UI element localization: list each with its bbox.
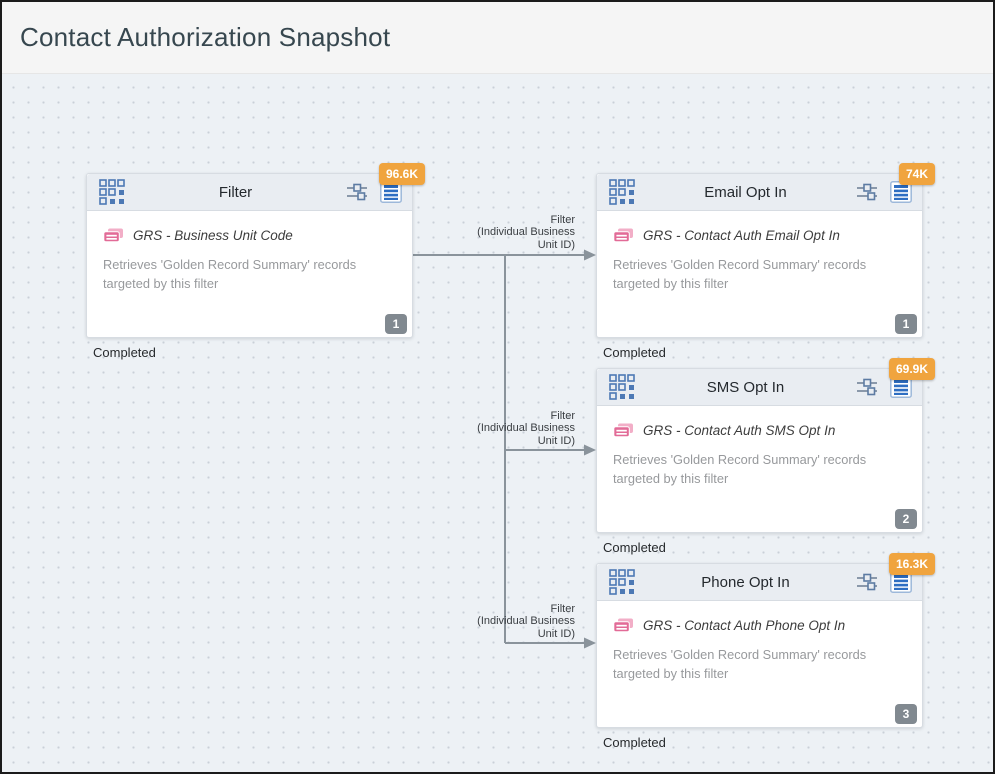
node-description: Retrieves 'Golden Record Summary' record… bbox=[613, 452, 867, 486]
record-count-badge: 69.9K bbox=[888, 358, 935, 380]
arrowhead-phone bbox=[584, 637, 596, 649]
node-sms-opt-in[interactable]: 69.9K SMS Opt In GRS - Contact Auth SMS … bbox=[596, 358, 935, 533]
source-name: GRS - Business Unit Code bbox=[133, 228, 293, 243]
record-count-badge: 96.6K bbox=[378, 163, 425, 185]
page-title: Contact Authorization Snapshot bbox=[20, 22, 391, 52]
data-extension-icon bbox=[613, 228, 634, 243]
connector-label-email: Filter (Individual Business Unit ID) bbox=[477, 214, 575, 251]
grid-handle-icon[interactable] bbox=[609, 569, 635, 595]
filter-settings-icon[interactable] bbox=[856, 182, 878, 202]
data-extension-icon bbox=[613, 423, 634, 438]
step-number-badge: 1 bbox=[895, 314, 917, 334]
node-header: Filter bbox=[87, 174, 412, 211]
source-name: GRS - Contact Auth SMS Opt In bbox=[643, 423, 836, 438]
status-label: Completed bbox=[603, 540, 666, 555]
window-header: Contact Authorization Snapshot bbox=[2, 2, 993, 74]
workflow-canvas[interactable]: Filter (Individual Business Unit ID) Fil… bbox=[2, 74, 993, 772]
node-body: GRS - Contact Auth Phone Opt In Retrieve… bbox=[597, 601, 922, 683]
node-phone-opt-in[interactable]: 16.3K Phone Opt In GRS - Contact Auth Ph… bbox=[596, 553, 935, 728]
status-label: Completed bbox=[93, 345, 156, 360]
grid-handle-icon[interactable] bbox=[609, 374, 635, 400]
node-title: Phone Opt In bbox=[701, 573, 790, 591]
connector-lines bbox=[413, 249, 596, 649]
node-title: SMS Opt In bbox=[706, 378, 785, 396]
status-label: Completed bbox=[603, 735, 666, 750]
arrowhead-email bbox=[584, 249, 596, 261]
node-email-opt-in[interactable]: 74K Email Opt In GRS - Contact Auth Emai… bbox=[596, 163, 935, 338]
node-title: Email Opt In bbox=[704, 183, 787, 201]
arrowhead-sms bbox=[584, 444, 596, 456]
node-description: Retrieves 'Golden Record Summary' record… bbox=[613, 257, 867, 291]
status-label: Completed bbox=[603, 345, 666, 360]
node-header: SMS Opt In bbox=[597, 369, 922, 406]
grid-handle-icon[interactable] bbox=[609, 179, 635, 205]
node-description: Retrieves 'Golden Record Summary' record… bbox=[613, 647, 867, 681]
record-count-badge: 74K bbox=[898, 163, 935, 185]
connector-label-phone: Filter (Individual Business Unit ID) bbox=[477, 603, 575, 640]
data-extension-icon bbox=[613, 618, 634, 633]
node-body: GRS - Business Unit Code Retrieves 'Gold… bbox=[87, 211, 412, 293]
grid-handle-icon[interactable] bbox=[99, 179, 125, 205]
data-extension-icon bbox=[103, 228, 124, 243]
node-body: GRS - Contact Auth Email Opt In Retrieve… bbox=[597, 211, 922, 293]
filter-settings-icon[interactable] bbox=[856, 377, 878, 397]
step-number-badge: 2 bbox=[895, 509, 917, 529]
node-body: GRS - Contact Auth SMS Opt In Retrieves … bbox=[597, 406, 922, 488]
step-number-badge: 1 bbox=[385, 314, 407, 334]
record-count-badge: 16.3K bbox=[888, 553, 935, 575]
filter-settings-icon[interactable] bbox=[856, 572, 878, 592]
connector-label-sms: Filter (Individual Business Unit ID) bbox=[477, 410, 575, 447]
source-name: GRS - Contact Auth Email Opt In bbox=[643, 228, 840, 243]
filter-settings-icon[interactable] bbox=[346, 182, 368, 202]
node-header: Email Opt In bbox=[597, 174, 922, 211]
node-filter[interactable]: 96.6K Filter GRS - Business Unit Code Re… bbox=[86, 163, 425, 338]
source-name: GRS - Contact Auth Phone Opt In bbox=[643, 618, 846, 633]
node-description: Retrieves 'Golden Record Summary' record… bbox=[103, 257, 357, 291]
node-header: Phone Opt In bbox=[597, 564, 922, 601]
step-number-badge: 3 bbox=[895, 704, 917, 724]
node-title: Filter bbox=[218, 183, 253, 201]
